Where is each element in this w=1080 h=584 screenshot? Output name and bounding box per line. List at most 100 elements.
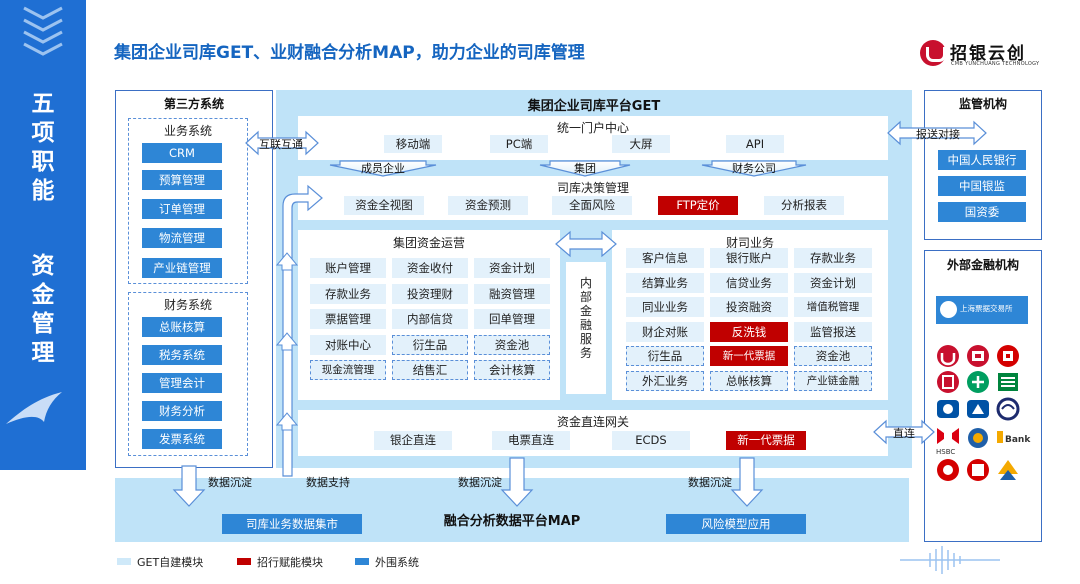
- abc-bank-icon: [967, 371, 989, 393]
- gateway-bank-direct[interactable]: 银企直连: [374, 431, 452, 450]
- group-ops-cell[interactable]: 对账中心: [310, 334, 386, 355]
- exchange-logo: 上海票据交易所: [936, 296, 1028, 324]
- svg-text:Bank: Bank: [1005, 435, 1031, 445]
- hsbc-bank-icon: HSBC: [936, 428, 959, 456]
- finance-co-cell[interactable]: 投资融资: [710, 297, 788, 317]
- system-ledger[interactable]: 总账核算: [142, 317, 222, 337]
- exchange-icon: [940, 301, 957, 318]
- portal-pc[interactable]: PC端: [490, 135, 548, 153]
- system-fin-analysis[interactable]: 财务分析: [142, 401, 222, 421]
- system-logistics[interactable]: 物流管理: [142, 228, 222, 248]
- group-ops-cell[interactable]: 资金计划: [474, 258, 550, 278]
- portal-api[interactable]: API: [726, 135, 784, 153]
- report-label: 报送对接: [916, 128, 960, 141]
- decision-ftp[interactable]: FTP定价: [658, 196, 738, 215]
- group-ops-cell[interactable]: 内部信贷: [392, 309, 468, 329]
- chevron-down-icon: [23, 6, 63, 20]
- group-ops-title: 集团资金运营: [392, 236, 465, 250]
- finance-co-cell[interactable]: 客户信息: [626, 248, 704, 268]
- dolphin-icon: [6, 392, 62, 424]
- bank-logos: HSBC Bank: [936, 345, 1031, 481]
- other-bank-icon: Bank: [997, 431, 1031, 445]
- business-systems-title: 业务系统: [163, 124, 212, 138]
- group-ops-cell[interactable]: 账户管理: [310, 258, 386, 278]
- gateway-ebill-direct[interactable]: 电票直连: [492, 431, 570, 450]
- group-ops-cell[interactable]: 会计核算: [474, 360, 550, 380]
- svg-text:HSBC: HSBC: [936, 448, 955, 456]
- finance-co-cell[interactable]: 监管报送: [794, 321, 872, 342]
- cmbc-bank-icon: [967, 459, 989, 481]
- finance-co-cell[interactable]: 产业链金融: [794, 370, 872, 391]
- system-order[interactable]: 订单管理: [142, 199, 222, 219]
- ccb-bank-icon: [937, 400, 959, 418]
- group-ops-cell[interactable]: 投资理财: [392, 283, 468, 304]
- legend-swatch-get: [117, 558, 131, 565]
- finance-co-cell[interactable]: 财企对账: [626, 321, 704, 342]
- citic-bank-icon: [937, 371, 959, 393]
- data-support-label: 数据支持: [306, 476, 350, 489]
- system-invoice[interactable]: 发票系统: [142, 429, 222, 449]
- gateway-ecds[interactable]: ECDS: [612, 431, 690, 450]
- finance-co-cell[interactable]: 衍生品: [626, 346, 704, 366]
- gateway-new-bill[interactable]: 新一代票据: [726, 431, 806, 450]
- group-ops-cell[interactable]: 现金流管理: [310, 360, 386, 380]
- finance-co-cell[interactable]: 存款业务: [794, 248, 872, 268]
- group-ops-cell[interactable]: 衍生品: [392, 334, 468, 355]
- system-budget[interactable]: 预算管理: [142, 170, 222, 190]
- regulator-pboc[interactable]: 中国人民银行: [938, 150, 1026, 170]
- map-data-mart[interactable]: 司库业务数据集市: [222, 514, 362, 534]
- map-risk-model[interactable]: 风险模型应用: [666, 514, 806, 534]
- legend-label-external: 外围系统: [375, 556, 419, 569]
- portal-mobile[interactable]: 移动端: [384, 135, 442, 153]
- system-tax[interactable]: 税务系统: [142, 345, 222, 365]
- decision-risk[interactable]: 全面风险: [552, 196, 632, 215]
- group-ops-cell[interactable]: 回单管理: [474, 309, 550, 329]
- group-ops-cell[interactable]: 资金收付: [392, 258, 468, 278]
- legend-label-get: GET自建模块: [137, 556, 204, 569]
- spdb-bank-icon: [996, 397, 1020, 421]
- icbc-bank-icon: [997, 345, 1019, 367]
- portal-title: 统一门户中心: [556, 121, 629, 135]
- finance-co-cell[interactable]: 信贷业务: [710, 272, 788, 293]
- system-mgmt-accounting[interactable]: 管理会计: [142, 373, 222, 393]
- finance-co-cell[interactable]: 结算业务: [626, 272, 704, 293]
- finance-co-cell[interactable]: 增值税管理: [794, 297, 872, 317]
- group-flow-label: 集团: [574, 162, 596, 175]
- citi-bank-icon: [968, 428, 988, 448]
- chevron-down-icon: [23, 30, 63, 44]
- data-sink-label-mid: 数据沉淀: [458, 476, 502, 489]
- ceb-bank-icon: [998, 460, 1018, 480]
- finance-co-cell[interactable]: 银行账户: [710, 248, 788, 268]
- group-ops-cell[interactable]: 票据管理: [310, 309, 386, 329]
- finance-co-cell[interactable]: 同业业务: [626, 297, 704, 317]
- finance-co-cell[interactable]: 资金池: [794, 346, 872, 366]
- portal-bigscreen[interactable]: 大屏: [612, 135, 670, 153]
- decision-reports[interactable]: 分析报表: [764, 196, 844, 215]
- regulator-cbrc[interactable]: 中国银监: [938, 176, 1026, 196]
- system-supply-chain[interactable]: 产业链管理: [142, 258, 222, 278]
- left-banner: 五项职能 资金管理: [0, 0, 86, 470]
- legend-label-cmb: 招行赋能模块: [257, 556, 323, 569]
- banner-title-top: 五项职能: [31, 91, 55, 204]
- data-sink-label-left: 数据沉淀: [208, 476, 252, 489]
- group-ops-cell[interactable]: 资金池: [474, 334, 550, 355]
- finance-co-cell[interactable]: 反洗钱: [710, 321, 788, 342]
- finance-co-cell[interactable]: 资金计划: [794, 272, 872, 293]
- finco-flow-label: 财务公司: [732, 162, 776, 175]
- finance-co-cell[interactable]: 新一代票据: [710, 346, 788, 366]
- finance-co-cell[interactable]: 外汇业务: [626, 370, 704, 391]
- cmb-bank-icon: [937, 345, 959, 367]
- finance-co-cell[interactable]: 总帐核算: [710, 370, 788, 391]
- regulators-title: 监管机构: [958, 97, 1007, 111]
- member-flow-label: 成员企业: [361, 162, 405, 175]
- group-ops-cell[interactable]: 结售汇: [392, 360, 468, 380]
- system-crm[interactable]: CRM: [142, 143, 222, 163]
- group-ops-cell[interactable]: 存款业务: [310, 283, 386, 304]
- group-ops-cell[interactable]: 融资管理: [474, 283, 550, 304]
- decision-overview[interactable]: 资金全视图: [344, 196, 424, 215]
- third-party-title: 第三方系统: [163, 97, 224, 111]
- chevron-down-icon: [23, 42, 63, 56]
- regulator-sasac[interactable]: 国资委: [938, 202, 1026, 222]
- decision-forecast[interactable]: 资金预测: [448, 196, 528, 215]
- interconnect-label: 互联互通: [259, 138, 303, 151]
